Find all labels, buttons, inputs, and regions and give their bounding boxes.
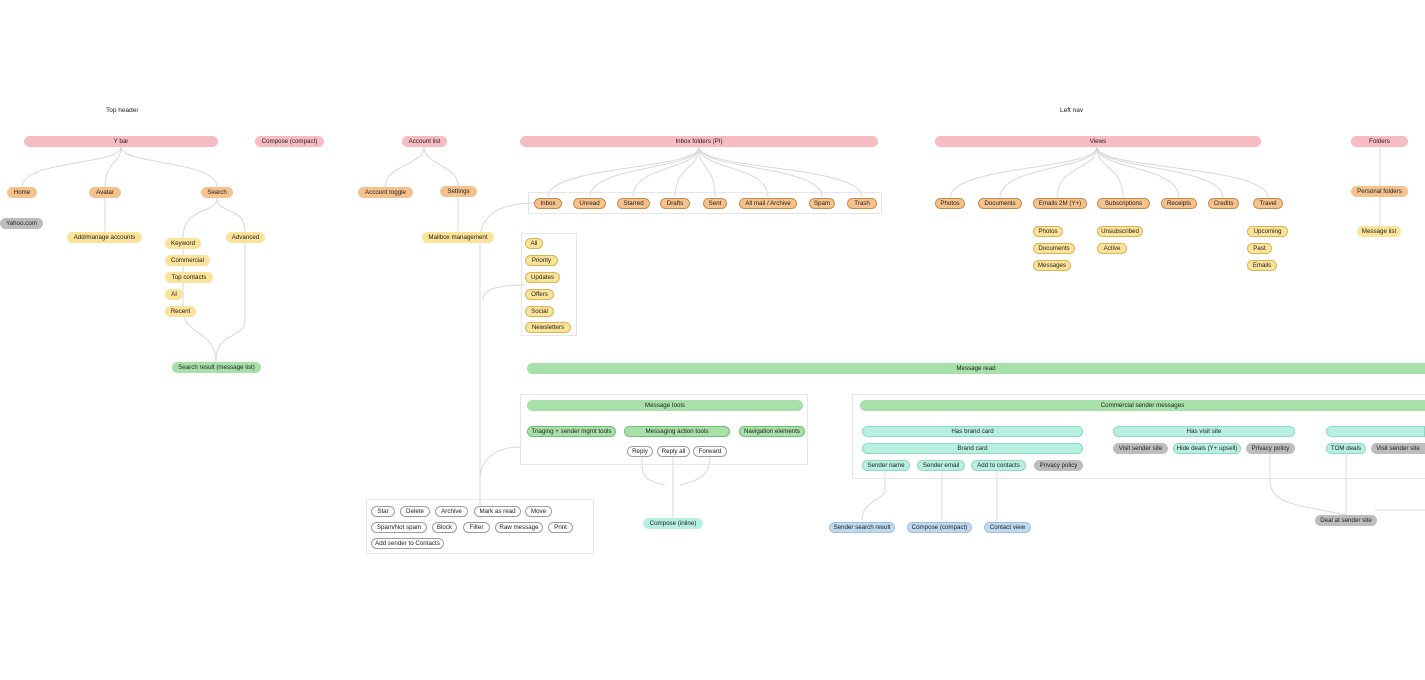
node-settings[interactable]: Settings <box>440 186 477 197</box>
node-search-recent[interactable]: Recent <box>165 306 196 317</box>
node-reply-all[interactable]: Reply all <box>657 446 690 457</box>
node-filter[interactable]: Filter <box>463 522 490 533</box>
node-archive[interactable]: Archive <box>435 506 468 517</box>
node-views[interactable]: Views <box>935 136 1261 147</box>
node-add-manage-accounts[interactable]: Add/manage accounts <box>67 232 142 243</box>
node-filter-all[interactable]: All <box>525 238 543 249</box>
node-search[interactable]: Search <box>201 187 233 198</box>
node-triaging-tools[interactable]: Triaging + sender mgmt tools <box>527 426 616 437</box>
node-filter-updates[interactable]: Updates <box>525 272 560 283</box>
node-search-top-contacts[interactable]: Top contacts <box>165 272 213 283</box>
node-folder-all-mail-archive[interactable]: All mail / Archive <box>739 198 797 209</box>
node-travel-upcoming[interactable]: Upcoming <box>1247 226 1288 237</box>
triage-tools-frame <box>366 499 594 554</box>
node-hide-deals[interactable]: Hide deals (Y+ upsell) <box>1173 443 1241 454</box>
top-header-heading: Top header <box>106 107 139 114</box>
node-sender-email[interactable]: Sender email <box>917 460 965 471</box>
node-has-brand-card[interactable]: Has brand card <box>862 426 1083 437</box>
node-personal-folders[interactable]: Personal folders <box>1351 186 1408 197</box>
node-subs-active[interactable]: Active <box>1097 243 1127 254</box>
node-folder-unread[interactable]: Unread <box>573 198 606 209</box>
node-inbox-folders[interactable]: Inbox folders (PI) <box>520 136 878 147</box>
node-block[interactable]: Block <box>432 522 457 533</box>
node-forward[interactable]: Forward <box>693 446 727 457</box>
node-avatar[interactable]: Avatar <box>89 187 121 198</box>
node-emails-documents[interactable]: Documents <box>1033 243 1075 254</box>
left-nav-heading: Left nav <box>1060 107 1084 114</box>
node-mark-as-read[interactable]: Mark as read <box>474 506 521 517</box>
node-messaging-action-tools[interactable]: Messaging action tools <box>624 426 730 437</box>
node-tom-deals[interactable]: TOM deals <box>1326 443 1366 454</box>
node-compose-compact-2[interactable]: Compose (compact) <box>907 522 972 533</box>
node-add-to-contacts[interactable]: Add to contacts <box>971 460 1026 471</box>
node-view-photos[interactable]: Photos <box>935 198 965 209</box>
node-visit-sender-site-2[interactable]: Visit sender site <box>1371 443 1425 454</box>
node-search-commercial[interactable]: Commercial <box>165 255 210 266</box>
node-filter-priority[interactable]: Priority <box>525 255 558 266</box>
node-navigation-elements[interactable]: Navigation elements <box>739 426 805 437</box>
node-star[interactable]: Star <box>371 506 395 517</box>
message-tools-frame <box>520 394 808 465</box>
node-view-documents[interactable]: Documents <box>978 198 1022 209</box>
node-message-list[interactable]: Message list <box>1357 226 1401 237</box>
node-sender-name[interactable]: Sender name <box>862 460 910 471</box>
node-filter-newsletters[interactable]: Newsletters <box>525 322 571 333</box>
node-yahoo-com[interactable]: Yahoo.com <box>0 218 43 229</box>
node-search-advanced[interactable]: Advanced <box>226 232 265 243</box>
node-ybar[interactable]: Y bar <box>24 136 218 147</box>
node-travel-past[interactable]: Past <box>1247 243 1272 254</box>
node-emails-messages[interactable]: Messages <box>1033 260 1071 271</box>
node-subs-unsubscribed[interactable]: Unsubscribed <box>1097 226 1143 237</box>
node-emails-photos[interactable]: Photos <box>1033 226 1063 237</box>
node-compose-compact[interactable]: Compose (compact) <box>255 136 324 147</box>
node-delete[interactable]: Delete <box>400 506 430 517</box>
node-visit-sender-site[interactable]: Visit sender site <box>1113 443 1168 454</box>
node-folder-trash[interactable]: Trash <box>847 198 877 209</box>
node-print[interactable]: Print <box>548 522 573 533</box>
node-privacy-policy-2[interactable]: Privacy policy <box>1246 443 1295 454</box>
node-message-tools[interactable]: Message tools <box>527 400 803 411</box>
node-compose-inline[interactable]: Compose (inline) <box>643 518 703 529</box>
node-folder-drafts[interactable]: Drafts <box>660 198 690 209</box>
node-view-travel[interactable]: Travel <box>1253 198 1283 209</box>
node-add-sender-to-contacts[interactable]: Add sender to Contacts <box>371 538 444 549</box>
node-travel-emails[interactable]: Emails <box>1247 260 1277 271</box>
node-filter-social[interactable]: Social <box>525 306 554 317</box>
node-sender-search-result[interactable]: Sender search result <box>829 522 895 533</box>
node-reply[interactable]: Reply <box>627 446 653 457</box>
node-view-subscriptions[interactable]: Subscriptions <box>1097 198 1150 209</box>
node-raw-message[interactable]: Raw message <box>495 522 543 533</box>
node-message-read[interactable]: Message read <box>527 363 1425 374</box>
node-folders[interactable]: Folders <box>1351 136 1408 147</box>
node-view-credits[interactable]: Credits <box>1208 198 1239 209</box>
node-view-emails-2m[interactable]: Emails 2M (Y+) <box>1033 198 1087 209</box>
node-search-result[interactable]: Search result (message list) <box>172 362 261 373</box>
node-account-toggle[interactable]: Account toggle <box>358 187 413 198</box>
node-move[interactable]: Move <box>525 506 552 517</box>
node-has-visit-site[interactable]: Has visit site <box>1113 426 1295 437</box>
node-folder-starred[interactable]: Starred <box>617 198 650 209</box>
node-folder-inbox[interactable]: Inbox <box>534 198 562 209</box>
node-mailbox-management[interactable]: Mailbox management <box>422 232 494 243</box>
node-search-ai[interactable]: AI <box>165 289 183 300</box>
node-commercial-sender-messages[interactable]: Commercial sender messages <box>860 400 1425 411</box>
folders-group-frame <box>528 192 882 214</box>
node-contact-view[interactable]: Contact view <box>984 522 1031 533</box>
node-folder-spam[interactable]: Spam <box>809 198 835 209</box>
node-spam-not-spam[interactable]: Spam/Not spam <box>371 522 427 533</box>
node-account-list[interactable]: Account list <box>402 136 447 147</box>
node-brand-card[interactable]: Brand card <box>862 443 1083 454</box>
node-search-keyword[interactable]: Keyword <box>165 238 201 249</box>
commercial-frame <box>852 394 1425 479</box>
node-privacy-policy[interactable]: Privacy policy <box>1034 460 1083 471</box>
node-folder-sent[interactable]: Sent <box>703 198 727 209</box>
node-home[interactable]: Home <box>7 187 37 198</box>
node-deals-group[interactable] <box>1326 426 1425 437</box>
node-deal-at-sender-site[interactable]: Deal at sender site <box>1315 515 1377 526</box>
inbox-filters-frame <box>521 233 577 336</box>
node-filter-offers[interactable]: Offers <box>525 289 554 300</box>
node-view-receipts[interactable]: Receipts <box>1161 198 1197 209</box>
